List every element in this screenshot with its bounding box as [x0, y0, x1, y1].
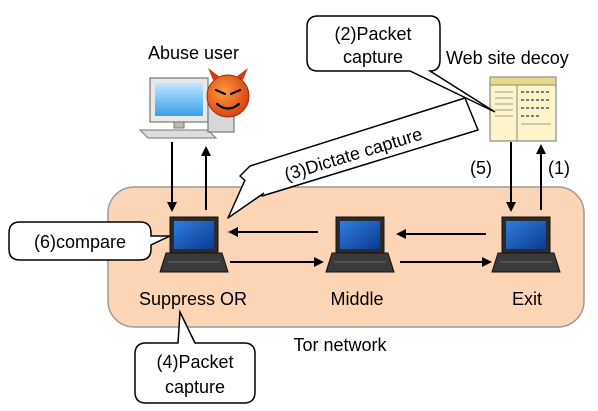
suppress-or-label: Suppress OR [139, 289, 247, 309]
callout-packet-capture-4: (4)Packet capture [134, 309, 256, 404]
callout-4-line1: (4)Packet [156, 352, 233, 372]
web-site-decoy-icon [489, 76, 557, 142]
middle-label: Middle [330, 289, 383, 309]
step-5-label: (5) [470, 158, 492, 178]
web-site-decoy-label: Web site decoy [446, 48, 569, 68]
callout-2-line2: capture [343, 47, 403, 67]
abuse-user-label: Abuse user [148, 43, 239, 63]
callout-packet-capture-2: (2)Packet capture [306, 15, 496, 113]
devil-face-icon [206, 68, 250, 118]
suppress-or-laptop-icon [159, 216, 229, 273]
step-1-label: (1) [548, 158, 570, 178]
callout-6-text: (6)compare [34, 232, 126, 252]
callout-4-line2: capture [165, 377, 225, 397]
middle-laptop-icon [325, 216, 395, 273]
exit-label: Exit [512, 289, 542, 309]
tor-network-label: Tor network [293, 335, 387, 355]
callout-compare-6: (6)compare [8, 221, 171, 261]
callout-2-line1: (2)Packet [334, 24, 411, 44]
abuse-user-computer-icon [138, 77, 235, 139]
exit-laptop-icon [491, 216, 561, 273]
